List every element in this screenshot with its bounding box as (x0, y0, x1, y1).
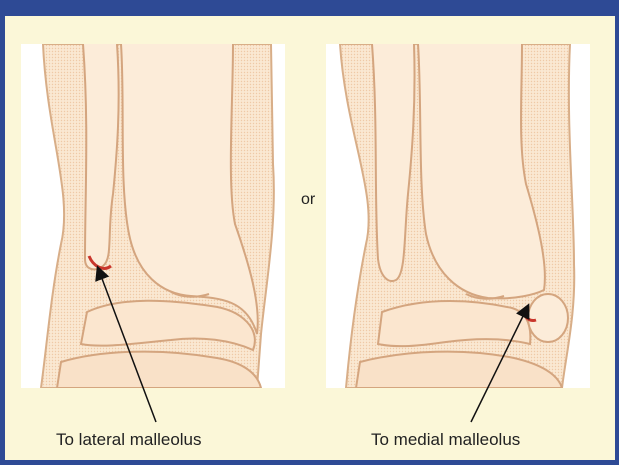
or-label: or (301, 191, 315, 209)
caption-lateral-malleolus: To lateral malleolus (56, 430, 202, 450)
arrow-to-medial-malleolus (471, 306, 528, 422)
caption-medial-malleolus: To medial malleolus (371, 430, 520, 450)
arrow-to-lateral-malleolus (98, 268, 156, 422)
